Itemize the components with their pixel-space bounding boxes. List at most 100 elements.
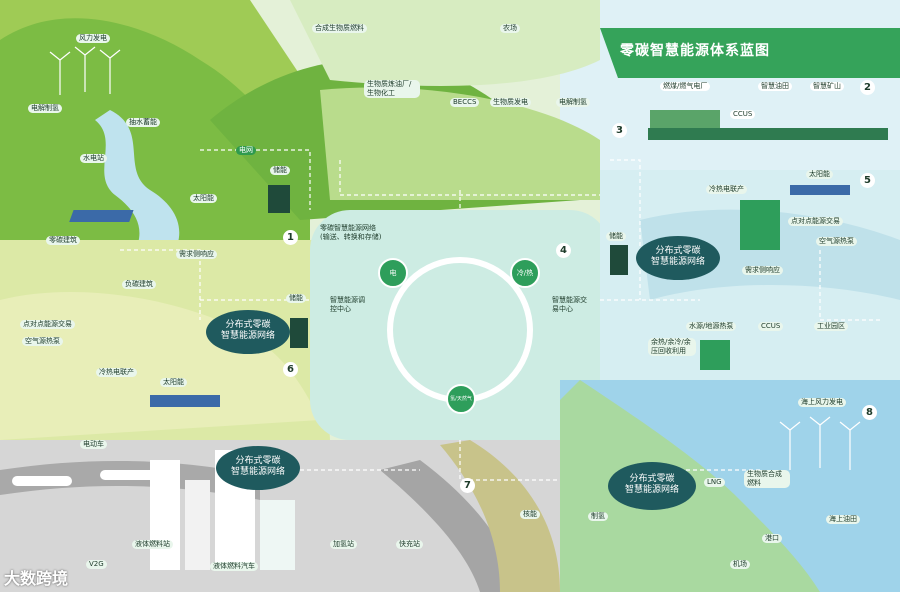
- train-2: [100, 470, 160, 480]
- hub-node-cold-heat: 冷/热: [510, 258, 540, 288]
- page-title: 零碳智慧能源体系蓝图: [620, 43, 770, 59]
- label-hydrogen-station: 加氢站: [330, 540, 357, 549]
- cloud-east-line1: 分布式零碳: [655, 246, 701, 256]
- label-hydropower: 水电站: [80, 154, 107, 163]
- label-hydrogen-production: 电解制氢: [556, 98, 590, 107]
- label-air-heat-pump-east: 空气源热泵: [816, 237, 857, 246]
- cloud-south: 分布式零碳 智慧能源网络: [226, 456, 290, 478]
- section-number-3: 3: [612, 123, 627, 138]
- label-demand-response-east: 需求侧响应: [742, 266, 783, 275]
- label-storage-east: 储能: [606, 232, 626, 241]
- building-4: [260, 500, 295, 570]
- cloud-south-line1: 分布式零碳: [235, 456, 281, 466]
- label-water-heat-pump: 水源/地源热泵: [686, 322, 737, 331]
- label-air-heat-pump-west: 空气源热泵: [22, 337, 63, 346]
- label-ccus-east: CCUS: [758, 322, 784, 331]
- cloud-southeast-line2: 智慧能源网络: [624, 485, 679, 495]
- storage-box-east: [610, 245, 628, 275]
- field-north: [290, 0, 600, 86]
- section-number-8: 8: [862, 405, 877, 420]
- label-grid: 电网: [236, 146, 256, 155]
- label-offshore-wind: 海上风力发电: [798, 398, 846, 407]
- cloud-west: 分布式零碳 智慧能源网络: [216, 320, 280, 342]
- label-chp-west: 冷热电联产: [96, 368, 137, 377]
- cloud-west-line1: 分布式零碳: [225, 320, 271, 330]
- cloud-southeast-line1: 分布式零碳: [629, 474, 675, 484]
- label-electric-hydrogen: 电解制氢: [28, 104, 62, 113]
- label-v2g: V2G: [86, 560, 107, 569]
- label-fuel-plant: 燃煤/燃气电厂: [660, 82, 711, 91]
- label-ev-train: 电动车: [80, 440, 107, 449]
- section-number-2: 2: [860, 80, 875, 95]
- label-p2p-trading-west: 点对点能源交易: [20, 320, 75, 329]
- east-channel: [640, 209, 900, 300]
- label-airport: 机场: [730, 560, 750, 569]
- building-2: [185, 480, 210, 570]
- cloud-east-shape: [636, 236, 720, 280]
- hub-node-hydrogen-gas: 氢/天然气: [446, 384, 476, 414]
- label-liquid-fuel-station: 液体燃料站: [132, 540, 173, 549]
- watermark-logo: 大数跨境: [4, 569, 69, 588]
- label-port: 港口: [762, 534, 782, 543]
- label-waste-heat: 余热/余冷/余压回收利用: [648, 338, 696, 356]
- section-number-6: 6: [283, 362, 298, 377]
- cloud-southeast-shape: [608, 462, 696, 510]
- hub-dispatch-center: 智慧能源调控中心: [330, 296, 365, 313]
- wind-turbines-nw: [49, 46, 121, 95]
- label-wind-power: 风力发电: [76, 34, 110, 43]
- label-fast-charge: 快充站: [396, 540, 423, 549]
- label-solar-nw: 太阳能: [190, 194, 217, 203]
- label-lng: LNG: [704, 478, 725, 487]
- label-nuclear: 核能: [520, 510, 540, 519]
- cloud-west-line2: 智慧能源网络: [220, 331, 275, 341]
- cloud-south-shape: [216, 446, 300, 490]
- hub-title-line2: (输送、转换和存储): [320, 233, 382, 241]
- hill-mid: [0, 18, 310, 261]
- label-storage-grid: 储能: [270, 166, 290, 175]
- label-biorefinery: 生物质炼油厂/生物化工: [364, 80, 420, 98]
- road: [380, 460, 520, 592]
- hub-trading-center: 智慧能源交易中心: [552, 296, 587, 313]
- train: [12, 476, 72, 486]
- section-number-4: 4: [556, 243, 571, 258]
- wind-turbines-offshore: [779, 416, 861, 470]
- label-beccs: BECCS: [450, 98, 480, 107]
- label-synthetic-fuel: 合成生物质燃料: [312, 24, 367, 33]
- cloud-east-line2: 智慧能源网络: [650, 257, 705, 267]
- cloud-southeast: 分布式零碳 智慧能源网络: [618, 474, 686, 496]
- label-bio-fuel: 生物质合成燃料: [744, 470, 790, 488]
- label-storage-west: 储能: [286, 294, 306, 303]
- label-zero-carbon-building: 零碳建筑: [46, 236, 80, 245]
- label-offshore-oilfield: 海上油田: [826, 515, 860, 524]
- river: [95, 110, 180, 260]
- industrial-ground: [648, 128, 888, 140]
- label-liquid-fuel-car: 液体燃料汽车: [210, 562, 258, 571]
- label-solar-east: 太阳能: [806, 170, 833, 179]
- section-number-7: 7: [460, 478, 475, 493]
- label-negative-carbon-building: 负碳建筑: [122, 280, 156, 289]
- hub-node-electricity: 电: [378, 258, 408, 288]
- storage-box-west: [290, 318, 308, 348]
- label-industrial-park: 工业园区: [814, 322, 848, 331]
- field-southwest: [0, 291, 320, 440]
- label-smart-mine: 智慧矿山: [810, 82, 844, 91]
- cloud-east: 分布式零碳 智慧能源网络: [646, 246, 710, 268]
- chp-building: [740, 200, 780, 250]
- cloud-west-shape: [206, 310, 290, 354]
- label-bio-gas-power: 生物质发电: [490, 98, 531, 107]
- power-plant: [650, 110, 720, 130]
- label-chp-east: 冷热电联产: [706, 185, 747, 194]
- label-pumped-storage: 抽水蓄能: [126, 118, 160, 127]
- hub-title-line1: 零碳智慧能源网络: [320, 224, 376, 232]
- farmland: [320, 87, 600, 200]
- label-farm: 农场: [500, 24, 520, 33]
- label-p2p-trading-east: 点对点能源交易: [788, 217, 843, 226]
- solar-panels: [69, 185, 850, 407]
- storage-box-grid: [268, 185, 290, 213]
- label-hydrogen-se: 制氢: [588, 512, 608, 521]
- section-number-5: 5: [860, 173, 875, 188]
- label-ccus-north: CCUS: [730, 110, 756, 119]
- hub-title: 零碳智慧能源网络 (输送、转换和存储): [320, 224, 381, 242]
- heat-pump-house: [700, 340, 730, 370]
